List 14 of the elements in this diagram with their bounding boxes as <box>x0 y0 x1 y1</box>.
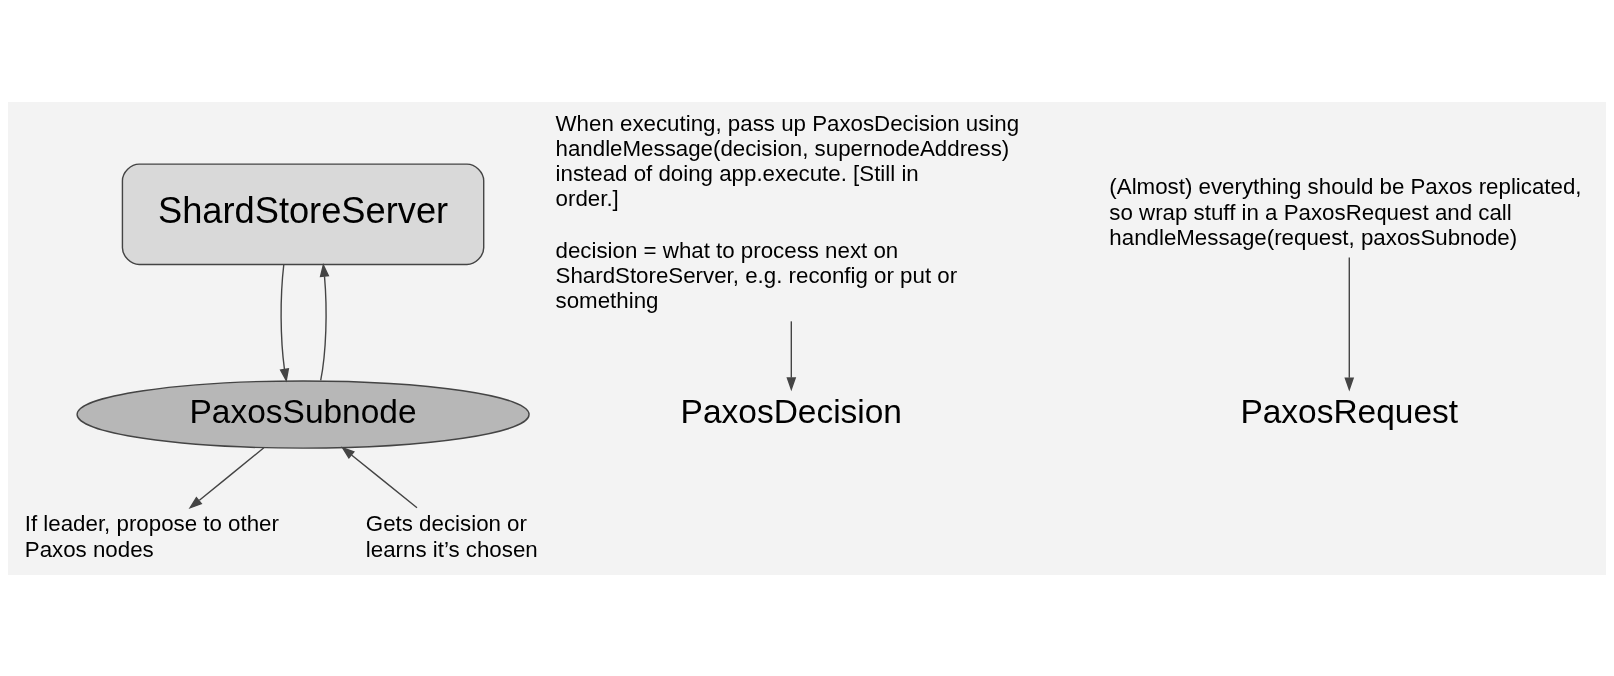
node-text: PaxosRequest <box>1240 392 1459 430</box>
arrow <box>1344 256 1355 391</box>
arrow <box>279 263 290 383</box>
arrow <box>786 320 797 391</box>
node-ellipse: PaxosSubnode <box>76 379 530 449</box>
node-box: ShardStoreServer <box>121 162 485 265</box>
node-text: When executing, pass up PaxosDecision using handleMessage(decision, supernodeAddress) instead of doing app.execute. [Still in order.] decision = what to process next on ShardStoreServer, e.g. reconfig or put or something <box>555 110 1020 313</box>
node-text: (Almost) everything should be Paxos replicated, so wrap stuff in a PaxosRequest and call handleMessage(request, paxosSubnode) <box>1109 173 1582 250</box>
node-text: If leader, propose to other Paxos nodes <box>24 510 279 562</box>
arrow <box>319 262 330 381</box>
node-text: Gets decision or learns it’s chosen <box>365 510 538 562</box>
arrow <box>188 446 265 509</box>
arrow <box>341 446 418 508</box>
node-text: PaxosDecision <box>680 392 902 430</box>
